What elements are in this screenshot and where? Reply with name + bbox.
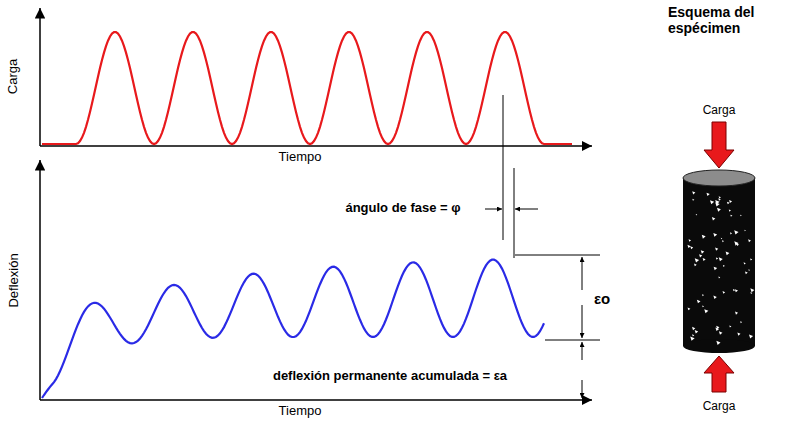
specimen-heading: Esquema del espécimen — [668, 4, 783, 36]
load-label: Carga — [703, 400, 736, 414]
axis-label: Tiempo — [279, 404, 322, 419]
load-wave — [42, 32, 572, 144]
dimension-lines — [515, 255, 600, 398]
phase-lines — [485, 95, 538, 258]
deflection-wave — [42, 260, 544, 398]
axis-label: Deflexión — [7, 253, 22, 307]
axis-label: Carga — [7, 58, 22, 93]
load-arrows — [704, 122, 734, 392]
strain-amplitude-label: εo — [594, 290, 610, 307]
load-axes — [40, 8, 592, 146]
permanent-deflection-label: deflexión permanente acumulada = εa — [271, 369, 509, 384]
load-label: Carga — [703, 104, 736, 118]
specimen-cylinder — [683, 170, 755, 353]
phase-angle-label: ángulo de fase = φ — [343, 201, 462, 216]
deflection-axes — [40, 160, 592, 400]
axis-label: Tiempo — [279, 150, 322, 165]
